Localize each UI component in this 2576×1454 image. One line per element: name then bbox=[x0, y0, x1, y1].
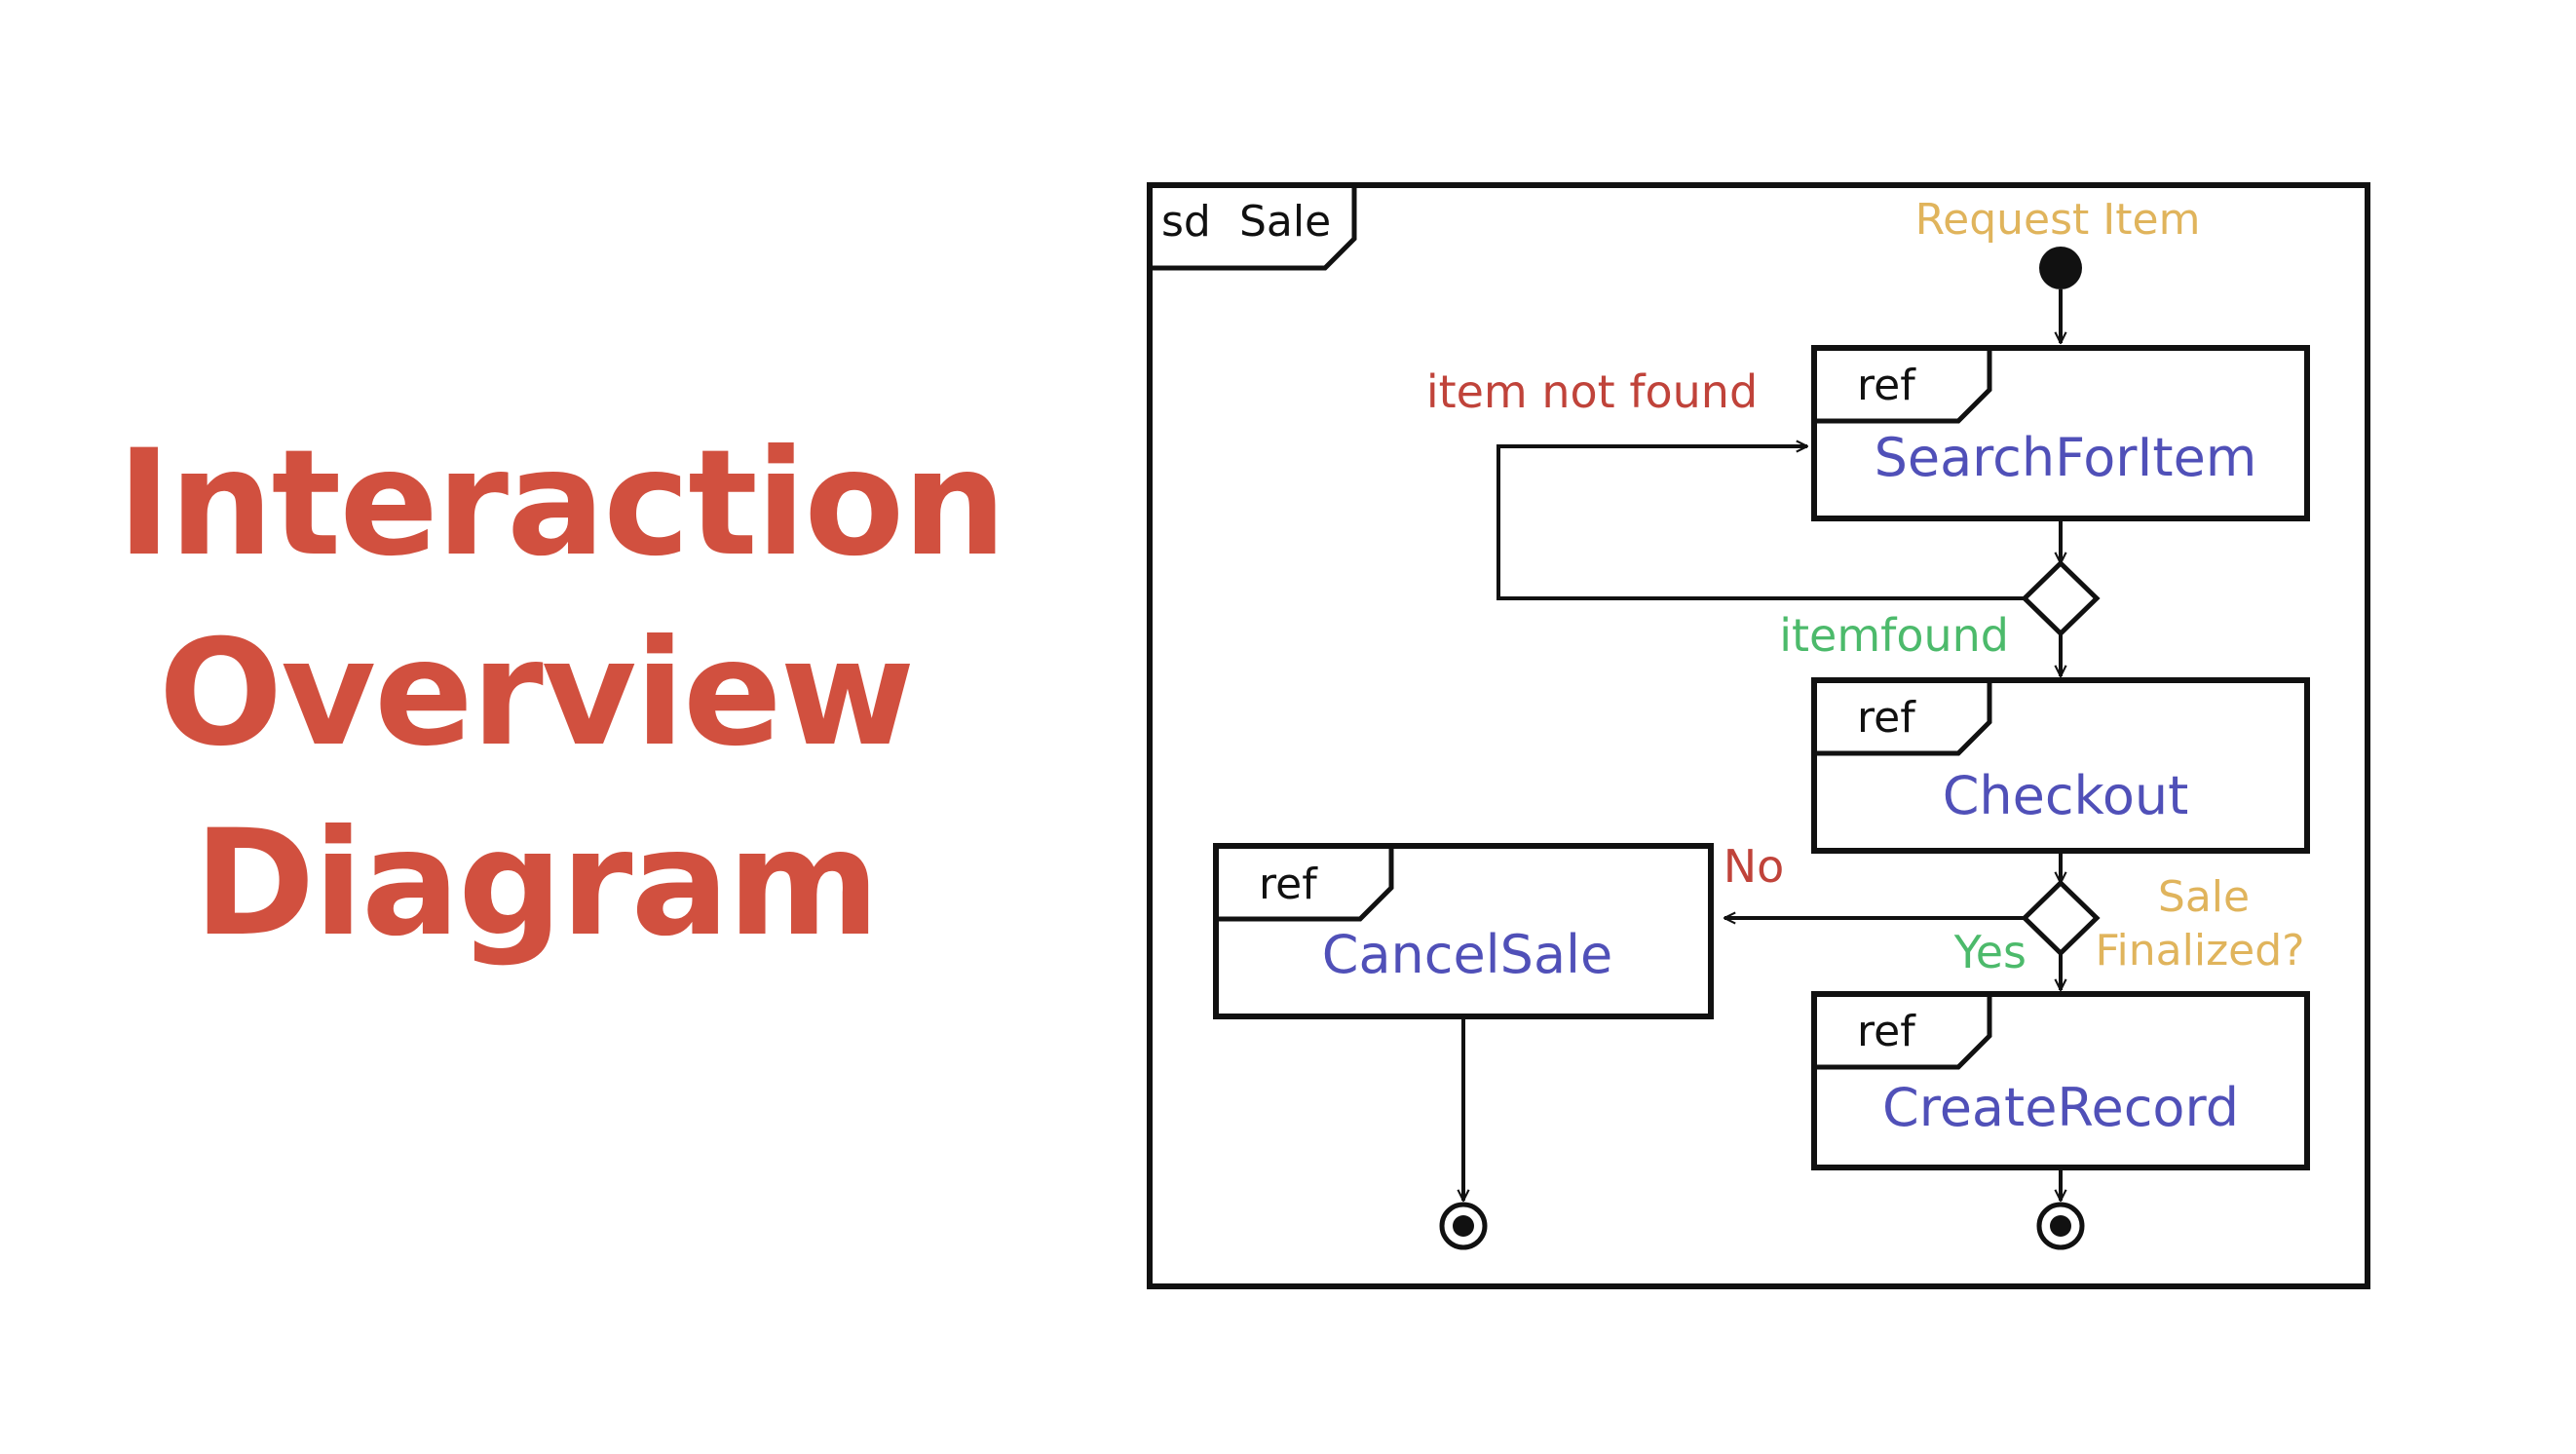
sd-frame: sd Sale bbox=[1147, 182, 2370, 1289]
ref-name: CreateRecord bbox=[1882, 1077, 2239, 1138]
title-line-3: Diagram bbox=[193, 799, 880, 969]
initial-node bbox=[2039, 247, 2082, 289]
decision-label-line1: Sale bbox=[2158, 872, 2250, 922]
final-node-cancel bbox=[1439, 1202, 1488, 1250]
decision-found bbox=[2021, 559, 2101, 637]
decision-label-line2: Finalized? bbox=[2095, 926, 2304, 976]
guard-item-not-found: item not found bbox=[1426, 365, 1758, 418]
ref-cancel-sale: ref CancelSale bbox=[1213, 843, 1714, 1019]
start-label: Request Item bbox=[1915, 195, 2201, 245]
guard-item-found: itemfound bbox=[1779, 609, 2009, 662]
guard-yes: Yes bbox=[1953, 926, 2027, 978]
frame-name: Sale bbox=[1239, 197, 1331, 247]
ref-name: SearchForItem bbox=[1875, 427, 2257, 488]
ref-tag: ref bbox=[1259, 860, 1318, 909]
ref-search-for-item: ref SearchForItem bbox=[1811, 345, 2310, 521]
ref-checkout: ref Checkout bbox=[1811, 677, 2310, 854]
title-line-2: Overview bbox=[158, 609, 916, 779]
ref-tag: ref bbox=[1857, 693, 1916, 743]
diagram-title: Interaction Overview Diagram bbox=[117, 409, 1006, 979]
decision-sale-finalized bbox=[2021, 879, 2101, 957]
final-node-record bbox=[2036, 1202, 2085, 1250]
frame-keyword: sd bbox=[1161, 197, 1211, 247]
guard-no: No bbox=[1724, 840, 1785, 893]
ref-tag: ref bbox=[1857, 1007, 1916, 1056]
ref-create-record: ref CreateRecord bbox=[1811, 991, 2310, 1170]
ref-name: Checkout bbox=[1943, 765, 2189, 826]
ref-name: CancelSale bbox=[1322, 924, 1613, 985]
ref-tag: ref bbox=[1857, 361, 1916, 410]
flow-not-found-loop bbox=[1496, 440, 2025, 600]
title-line-1: Interaction bbox=[117, 419, 1006, 589]
